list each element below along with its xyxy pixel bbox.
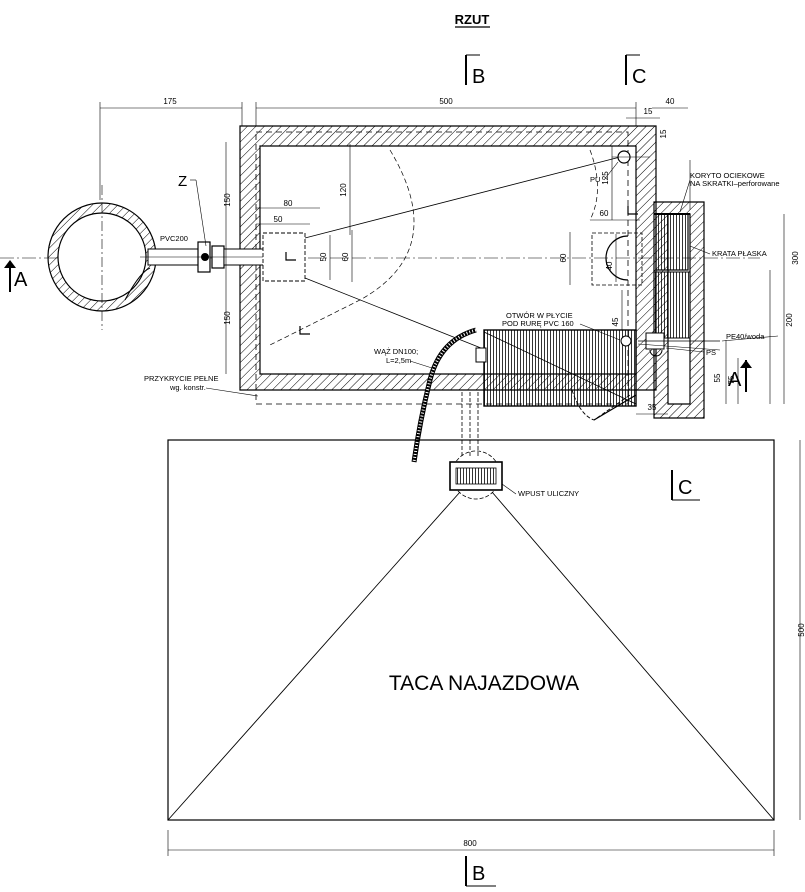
label-ps: PS	[706, 348, 716, 357]
section-marker-c-top: C	[625, 54, 646, 88]
svg-text:B: B	[472, 66, 485, 88]
svg-text:200: 200	[785, 313, 794, 327]
svg-text:75: 75	[727, 375, 736, 384]
hose-dn100	[411, 327, 477, 463]
label-z: Z	[178, 173, 187, 190]
dimension-texts: 175 500 40 15 15 150 150 120 80 50 50 60…	[163, 97, 805, 848]
annotations: Z PVC200 KORYTO OCIEKOWE NA SKRATKI–perf…	[144, 171, 780, 397]
svg-text:50: 50	[274, 215, 283, 224]
svg-text:150: 150	[223, 311, 232, 325]
label-wpust: WPUST ULICZNY	[518, 489, 579, 498]
svg-text:C: C	[632, 66, 646, 88]
svg-text:PU: PU	[590, 175, 600, 184]
round-manhole	[47, 185, 157, 330]
pump-sump	[591, 232, 643, 286]
svg-text:80: 80	[284, 199, 293, 208]
corner-mark	[627, 206, 638, 215]
tray-label: TACA NAJAZDOWA	[389, 672, 579, 695]
label-krata: KRATA PŁASKA	[712, 249, 767, 258]
pu-outlet: PU	[590, 150, 650, 184]
corner-mark	[299, 326, 310, 335]
svg-text:500: 500	[797, 623, 805, 637]
dimension-lines	[99, 102, 801, 856]
svg-text:15: 15	[644, 107, 653, 116]
pvc200-pipe	[140, 241, 265, 273]
section-marker-b-top: B	[465, 54, 485, 88]
sump-arc	[605, 235, 629, 281]
inlet-box	[262, 232, 306, 282]
label-koryto-1: KORYTO OCIEKOWE	[690, 171, 765, 180]
svg-text:125: 125	[601, 171, 610, 185]
label-pe40: PE40/woda	[726, 332, 765, 341]
label-otwor-1: OTWÓR W PŁYCIE	[506, 311, 573, 320]
svg-text:150: 150	[223, 193, 232, 207]
separator-tank	[475, 329, 637, 407]
svg-text:60: 60	[559, 253, 568, 262]
section-marker-c-bottom: C	[671, 470, 700, 501]
drive-on-tray	[167, 439, 775, 821]
svg-text:40: 40	[605, 261, 614, 270]
cover-outline	[255, 131, 629, 405]
label-koryto-2: NA SKRATKI–perforowane	[690, 179, 780, 188]
section-marker-a-right: A	[728, 360, 752, 392]
svg-text:120: 120	[339, 183, 348, 197]
label-waz-2: L=2,5m	[386, 356, 411, 365]
svg-text:35: 35	[648, 403, 657, 412]
svg-text:800: 800	[463, 839, 477, 848]
flat-grating	[653, 213, 691, 339]
svg-text:175: 175	[163, 97, 177, 106]
label-waz-1: WĄŻ DN100;	[374, 347, 418, 356]
svg-text:40: 40	[666, 97, 675, 106]
svg-text:A: A	[728, 369, 742, 391]
svg-text:B: B	[472, 863, 485, 885]
svg-text:45: 45	[611, 317, 620, 326]
label-przykrycie-2: wg. konstr.	[169, 383, 206, 392]
ps-pump	[620, 332, 721, 357]
section-marker-a-left: A	[4, 260, 28, 292]
corner-mark	[285, 252, 296, 261]
svg-text:60: 60	[341, 252, 350, 261]
svg-text:55: 55	[713, 373, 722, 382]
door-swing	[571, 389, 631, 421]
plan-title: RZUT	[455, 12, 490, 27]
label-przykrycie-1: PRZYKRYCIE PEŁNE	[144, 374, 218, 383]
svg-text:15: 15	[659, 129, 668, 138]
section-marker-b-bottom: B	[465, 856, 496, 887]
svg-text:500: 500	[439, 97, 453, 106]
label-pvc200: PVC200	[160, 234, 188, 243]
svg-text:C: C	[678, 477, 692, 499]
svg-text:300: 300	[791, 251, 800, 265]
drain-pipe	[461, 392, 479, 456]
svg-text:60: 60	[600, 209, 609, 218]
svg-text:A: A	[14, 269, 28, 291]
svg-text:50: 50	[319, 252, 328, 261]
street-gully	[449, 450, 503, 500]
label-otwor-2: POD RURĘ PVC 160	[502, 319, 574, 328]
